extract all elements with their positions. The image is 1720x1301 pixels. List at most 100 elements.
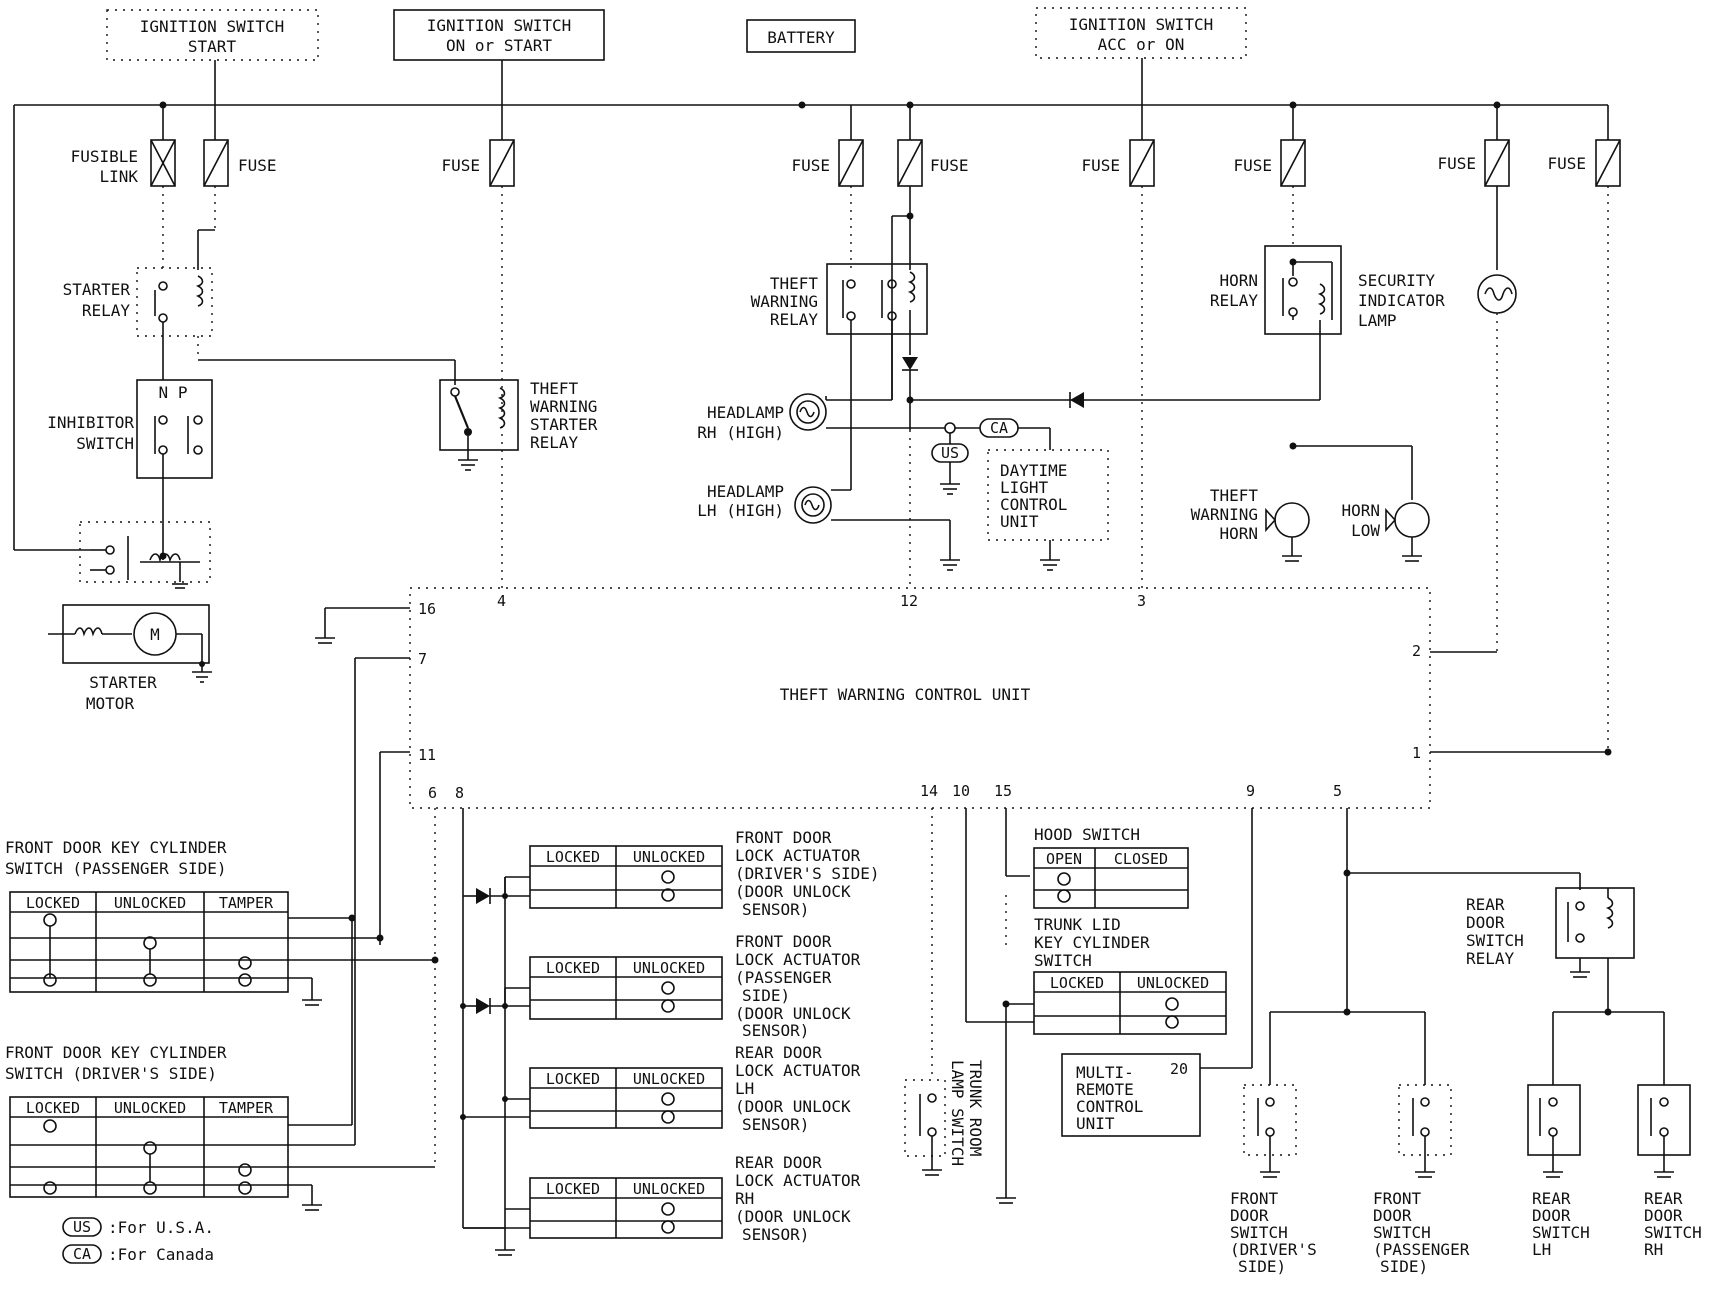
fusible-link-label-1: FUSIBLE — [71, 147, 138, 166]
pin-8: 8 — [455, 784, 464, 802]
rear-relay-label-2: DOOR — [1466, 913, 1505, 932]
headlamp-lh-label-2: LH (HIGH) — [697, 501, 784, 520]
theft-warning-relay-label-1: THEFT — [770, 274, 819, 293]
inhibitor-switch: N P INHIBITOR SWITCH — [47, 379, 213, 560]
rear-relay-label-3: SWITCH — [1466, 931, 1524, 950]
fuse-lamp-label: FUSE — [1437, 154, 1476, 173]
rear-door-switch-relay: REAR DOOR SWITCH RELAY — [1466, 887, 1665, 1085]
rds-rh-label-2: DOOR — [1644, 1206, 1683, 1225]
act-fd-label-1: FRONT DOOR — [735, 828, 832, 847]
act-rr-label-4: (DOOR UNLOCK — [735, 1207, 851, 1226]
fds-driver-label-1: FRONT — [1230, 1189, 1279, 1208]
theft-starter-relay-label-4: RELAY — [530, 433, 579, 452]
fds-driver-label-3: SWITCH — [1230, 1223, 1288, 1242]
act-fp-label-1: FRONT DOOR — [735, 932, 832, 951]
act-rr-label-3: RH — [735, 1189, 754, 1208]
actuator-front-driver: LOCKED UNLOCKED FRONT DOOR LOCK ACTUATOR… — [463, 828, 880, 919]
fuse-acc-label: FUSE — [1081, 156, 1120, 175]
trunk-room-label-1: TRUNK ROOM — [966, 1060, 985, 1156]
trunk-lid-label-1: TRUNK LID — [1034, 915, 1121, 934]
rds-rh-label-1: REAR — [1644, 1189, 1683, 1208]
fds-pass-label-4: (PASSENGER — [1373, 1240, 1470, 1259]
fuse-ign-on: FUSE — [441, 139, 515, 588]
inhibitor-label-1: INHIBITOR — [47, 413, 134, 432]
key-cylinder-passenger: FRONT DOOR KEY CYLINDER SWITCH (PASSENGE… — [5, 838, 439, 1006]
security-lamp: SECURITY INDICATOR LAMP — [1358, 271, 1517, 653]
key-cyl-pass-label-1: FRONT DOOR KEY CYLINDER — [5, 838, 227, 857]
pin-2: 2 — [1412, 642, 1421, 660]
daytime-light-unit: DAYTIME LIGHT CONTROL UNIT — [987, 449, 1109, 571]
multi-label-1: MULTI- — [1076, 1063, 1134, 1082]
legend-ca-tag: CA — [73, 1245, 91, 1263]
horn-low: HORN LOW — [1289, 442, 1430, 562]
pin-1: 1 — [1412, 744, 1421, 762]
rear-relay-label-4: RELAY — [1466, 949, 1515, 968]
rear-door-switch-rh: REAR DOOR SWITCH RH — [1637, 1084, 1702, 1259]
fds-pass-label-1: FRONT — [1373, 1189, 1422, 1208]
key-cyl-driver-label-1: FRONT DOOR KEY CYLINDER — [5, 1043, 227, 1062]
act-fp-label-3: (PASSENGER — [735, 968, 832, 987]
act-fd-label-5: SENSOR) — [742, 900, 809, 919]
ign-start-box: IGNITION SWITCH START — [106, 9, 319, 61]
headlamp-rh-label-2: RH (HIGH) — [697, 423, 784, 442]
daytime-label-2: LIGHT — [1000, 478, 1049, 497]
kcp-tamper: TAMPER — [219, 894, 274, 912]
theft-horn-label-2: WARNING — [1191, 505, 1258, 524]
pin-10: 10 — [952, 782, 970, 800]
ign-acc-on-box: IGNITION SWITCH ACC or ON — [1035, 7, 1247, 59]
fuse-battery-1-label: FUSE — [791, 156, 830, 175]
fuse-battery-2: FUSE — [891, 139, 969, 400]
theft-warning-relay-label-2: WARNING — [751, 292, 818, 311]
kcp-unlocked: UNLOCKED — [114, 894, 186, 912]
fuse-horn-label: FUSE — [1233, 156, 1272, 175]
act-fp-label-6: SENSOR) — [742, 1021, 809, 1040]
door-switch-bus — [1269, 808, 1581, 1085]
inhibitor-label-2: SWITCH — [76, 434, 134, 453]
act-rl-label-4: (DOOR UNLOCK — [735, 1097, 851, 1116]
act-rr-label-2: LOCK ACTUATOR — [735, 1171, 861, 1190]
fds-pass-label-5: SIDE) — [1380, 1257, 1428, 1276]
security-lamp-label-1: SECURITY — [1358, 271, 1435, 290]
arl-unlocked: UNLOCKED — [633, 1070, 705, 1088]
pin-4: 4 — [497, 592, 506, 610]
rear-door-switch-lh: REAR DOOR SWITCH LH — [1527, 1084, 1590, 1259]
battery-box: BATTERY — [746, 19, 856, 53]
afp-unlocked: UNLOCKED — [633, 959, 705, 977]
act-rr-label-5: SENSOR) — [742, 1225, 809, 1244]
horn-relay-label-2: RELAY — [1210, 291, 1259, 310]
act-fp-label-5: (DOOR UNLOCK — [735, 1004, 851, 1023]
rds-rh-label-3: SWITCH — [1644, 1223, 1702, 1242]
pin-6-8-bus — [434, 808, 515, 1256]
act-fd-label-2: LOCK ACTUATOR — [735, 846, 861, 865]
starter-relay: STARTER RELAY — [63, 267, 456, 385]
multi-remote-unit: 20 MULTI- REMOTE CONTROL UNIT — [1061, 808, 1253, 1137]
multi-pin-20: 20 — [1170, 1060, 1188, 1078]
control-unit-label: THEFT WARNING CONTROL UNIT — [780, 685, 1031, 704]
legend-us-tag: US — [73, 1218, 91, 1236]
ign-start-label-2: START — [188, 37, 237, 56]
starter-motor-label-1: STARTER — [89, 673, 157, 692]
fuse-lamp: FUSE — [1437, 139, 1510, 270]
pin-16: 16 — [418, 600, 436, 618]
theft-warning-relay: THEFT WARNING RELAY — [751, 263, 1321, 588]
ign-on-start-box: IGNITION SWITCH ON or START — [393, 9, 605, 61]
fds-pass-label-3: SWITCH — [1373, 1223, 1431, 1242]
actuator-rear-lh: LOCKED UNLOCKED REAR DOOR LOCK ACTUATOR … — [460, 1043, 861, 1134]
theft-horn-label-1: THEFT — [1210, 486, 1259, 505]
pin-11: 11 — [418, 746, 436, 764]
hood-closed: CLOSED — [1114, 850, 1168, 868]
theft-starter-relay: THEFT WARNING STARTER RELAY — [439, 379, 598, 471]
headlamp-lh: HEADLAMP LH (HIGH) — [697, 482, 960, 571]
security-lamp-label-3: LAMP — [1358, 311, 1397, 330]
rds-lh-label-1: REAR — [1532, 1189, 1571, 1208]
fuse-start-label: FUSE — [238, 156, 277, 175]
fuse-rear-relay-label: FUSE — [1547, 154, 1586, 173]
fusible-link-label-2: LINK — [99, 167, 138, 186]
ign-acc-on-label-2: ACC or ON — [1098, 35, 1185, 54]
trunk-room-lamp-switch: TRUNK ROOM LAMP SWITCH — [904, 808, 985, 1176]
act-rr-label-1: REAR DOOR — [735, 1153, 822, 1172]
multi-label-3: CONTROL — [1076, 1097, 1143, 1116]
headlamp-rh-label-1: HEADLAMP — [707, 403, 784, 422]
kcp-locked: LOCKED — [26, 894, 80, 912]
